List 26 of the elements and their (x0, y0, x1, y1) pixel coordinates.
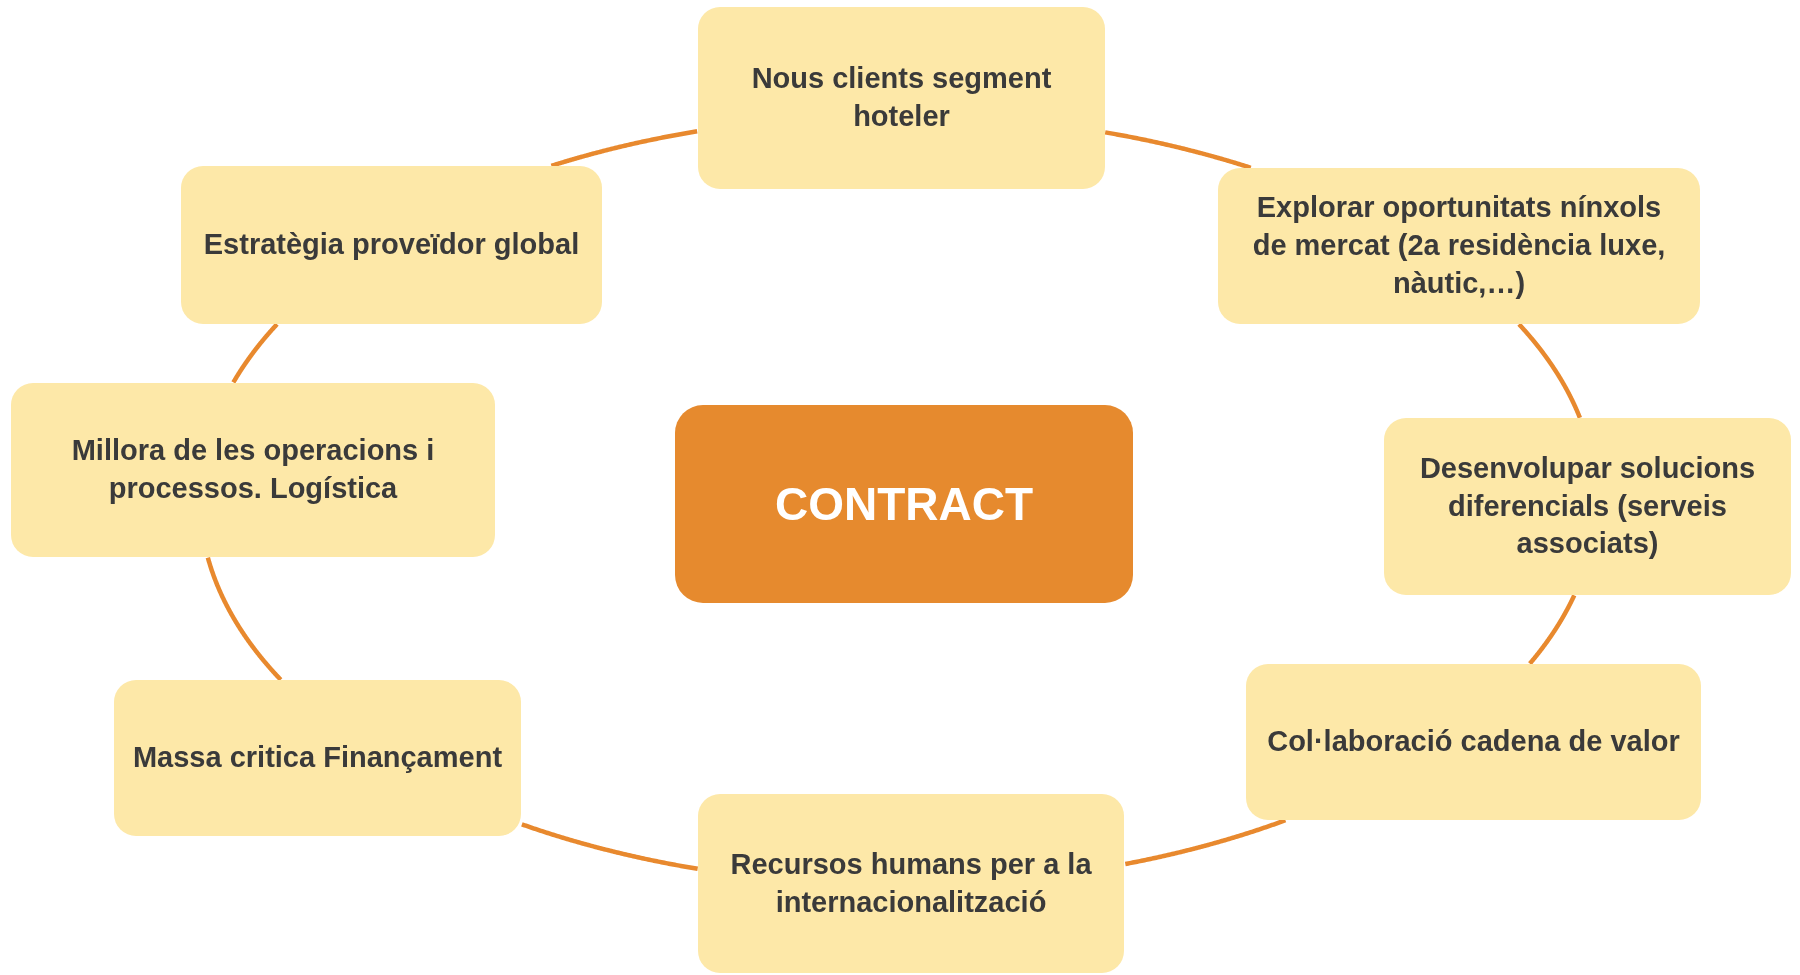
connector-arc (1124, 818, 1287, 867)
box-text: Massa critica Finançament (132, 740, 503, 776)
box-text: Explorar oportunitats nínxols de mercat (2a residència luxe, nàutic,…) (1251, 190, 1667, 301)
topic-box (698, 7, 1105, 189)
box-text: Estratègia proveïdor global (203, 227, 580, 263)
topic-box (1246, 664, 1701, 820)
connector-arc (1528, 593, 1577, 666)
box-text: Nous clients segment hoteler (750, 61, 1053, 134)
connector-arc (231, 322, 279, 385)
connector-arc (1517, 322, 1582, 420)
connector-arc (1104, 130, 1252, 170)
box-text: Millora de les operacions i processos. Logística (70, 433, 436, 506)
topic-box (181, 166, 602, 324)
box-text: CONTRACT (774, 477, 1034, 531)
topic-box (114, 680, 521, 836)
topic-box (11, 383, 495, 557)
box-text: Col·laboració cadena de valor (1267, 724, 1680, 760)
topic-box (1218, 168, 1700, 324)
central-box (675, 405, 1133, 603)
connector-arc (205, 556, 283, 682)
connector-arc (521, 822, 699, 871)
topic-box (1384, 418, 1791, 595)
topic-box (698, 794, 1124, 973)
box-text: Recursos humans per a la internacionalització (729, 846, 1093, 920)
connector-arc (550, 129, 698, 168)
box-text: Desenvolupar solucions diferencials (serveis associats) (1418, 450, 1757, 562)
